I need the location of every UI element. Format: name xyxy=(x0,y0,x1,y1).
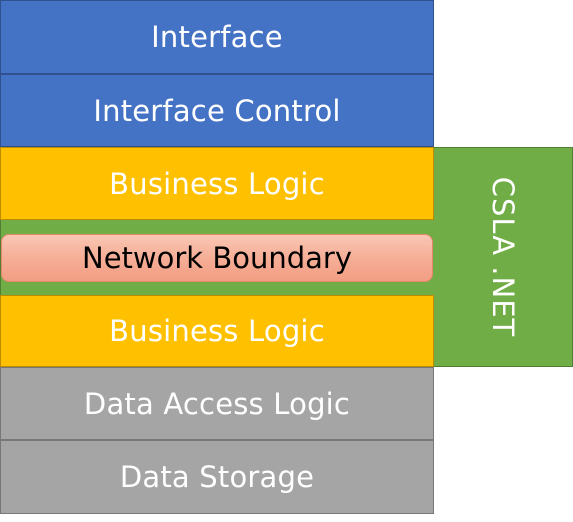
network-boundary-bar: Network Boundary xyxy=(1,234,433,282)
interface-layer-label: Interface xyxy=(151,20,283,54)
business-logic-bottom-layer: Business Logic xyxy=(0,295,434,367)
csla-net-label: CSLA .NET xyxy=(486,176,520,338)
data-storage-layer: Data Storage xyxy=(0,440,434,514)
data-access-logic-layer: Data Access Logic xyxy=(0,367,434,440)
business-logic-bottom-label: Business Logic xyxy=(109,314,325,348)
interface-layer: Interface xyxy=(0,0,434,74)
network-boundary-label: Network Boundary xyxy=(82,241,352,275)
data-access-logic-label: Data Access Logic xyxy=(83,386,351,421)
interface-control-layer-label: Interface Control xyxy=(93,93,341,128)
interface-control-layer: Interface Control xyxy=(0,74,434,147)
business-logic-top-layer: Business Logic xyxy=(0,147,434,220)
data-storage-label: Data Storage xyxy=(119,460,315,494)
business-logic-top-label: Business Logic xyxy=(109,166,325,201)
